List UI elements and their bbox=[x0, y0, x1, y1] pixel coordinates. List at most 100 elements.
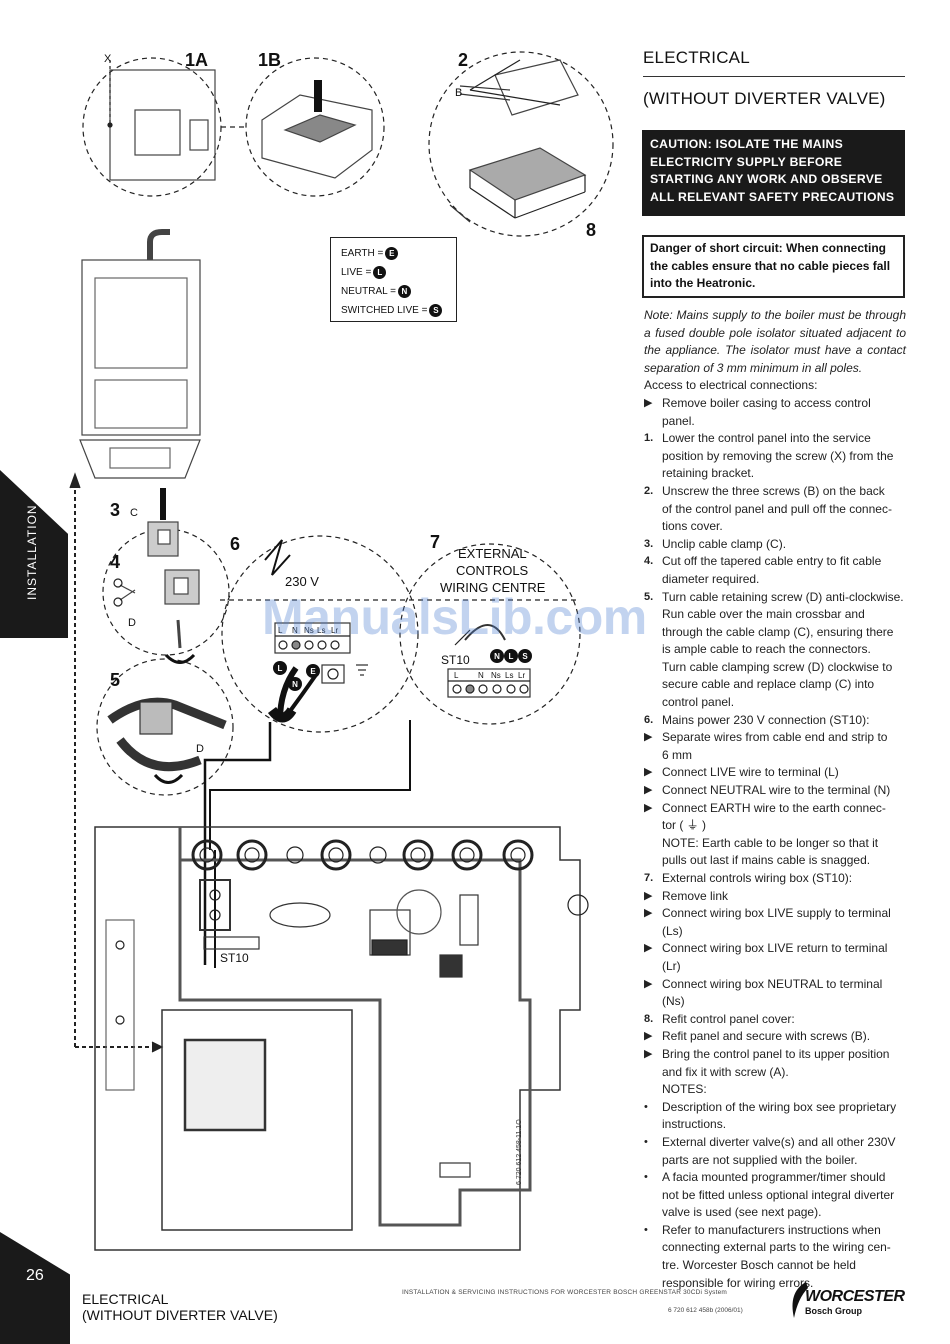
instruction-line: ▶ Refit panel and secure with screws (B). bbox=[644, 1028, 906, 1046]
instruction-line: 6 mm bbox=[644, 747, 906, 765]
instruction-line: ▶Remove boiler casing to access control … bbox=[644, 395, 906, 430]
instruction-text: NOTES: bbox=[662, 1082, 707, 1097]
instruction-text: Connect wiring box LIVE return to termin… bbox=[662, 941, 888, 973]
instruction-line: Turn cable clamping screw (D) clockwise … bbox=[644, 659, 906, 677]
instructions: Note: Mains supply to the boiler must be… bbox=[644, 307, 906, 1292]
list-marker: 8. bbox=[644, 1012, 654, 1025]
watermark: ManualsLib.com bbox=[262, 589, 647, 645]
list-marker: 3. bbox=[644, 537, 654, 550]
list-marker: ▶ bbox=[644, 801, 653, 814]
detail-circle-2 bbox=[428, 51, 614, 237]
instruction-text: Description of the wiring box see propri… bbox=[662, 1099, 897, 1114]
list-marker: ▶ bbox=[644, 731, 653, 744]
dot-label: S bbox=[522, 652, 528, 661]
instruction-line: parts are not supplied with the boiler. bbox=[644, 1152, 906, 1170]
instruction-text: Connect EARTH wire to the earth connec- bbox=[662, 800, 886, 815]
dot-label: N bbox=[494, 652, 500, 661]
detail-circle-6 bbox=[221, 535, 419, 733]
list-marker: ▶ bbox=[644, 1030, 653, 1043]
instruction-text: Refit panel and secure with screws (B). bbox=[662, 1029, 871, 1044]
instruction-text: tions cover. bbox=[662, 519, 723, 534]
instruction-line: •Refer to manufacturers instructions whe… bbox=[644, 1222, 906, 1240]
page-title: ELECTRICAL bbox=[643, 48, 750, 67]
label-b: B bbox=[455, 87, 462, 99]
st10-label: ST10 bbox=[441, 653, 470, 667]
instruction-text: Run cable over the main crossbar and bbox=[662, 607, 865, 622]
instruction-line: is ample cable to reach the connectors. bbox=[644, 641, 906, 659]
instruction-text: A facia mounted programmer/timer should bbox=[662, 1170, 886, 1185]
instruction-line: ▶Connect wiring box LIVE return to termi… bbox=[644, 940, 906, 975]
instruction-text: responsible for wiring errors. bbox=[662, 1275, 814, 1290]
list-marker: • bbox=[644, 1171, 648, 1184]
instruction-line: instructions. bbox=[644, 1116, 906, 1134]
list-marker: 6. bbox=[644, 713, 654, 726]
instruction-text: instructions. bbox=[662, 1117, 727, 1132]
switched-live-symbol: S bbox=[429, 303, 443, 317]
page-subtitle: (WITHOUT DIVERTER VALVE) bbox=[643, 89, 886, 108]
danger-box: Danger of short circuit: When connecting… bbox=[642, 235, 905, 298]
instruction-text: not be fitted unless optional integral d… bbox=[662, 1187, 895, 1202]
instruction-line: ▶ Connect NEUTRAL wire to the terminal (N… bbox=[644, 782, 906, 800]
instruction-text: retaining bracket. bbox=[662, 466, 755, 481]
instruction-line: of the control panel and pull off the co… bbox=[644, 501, 906, 519]
caution-box: CAUTION: ISOLATE THE MAINS ELECTRICITY S… bbox=[642, 130, 905, 216]
instruction-line: 4.Cut off the tapered cable entry to fit… bbox=[644, 553, 906, 571]
instruction-text: position by removing the screw (X) from … bbox=[662, 448, 894, 463]
step-label: 5 bbox=[110, 670, 120, 690]
list-marker: ▶ bbox=[644, 977, 653, 990]
detail-circle-4 bbox=[102, 528, 230, 656]
instruction-line: 5.Turn cable retaining screw (D) anti-cl… bbox=[644, 589, 906, 607]
live-symbol: L bbox=[373, 265, 387, 279]
instruction-text: Separate wires from cable end and strip … bbox=[662, 730, 888, 745]
instruction-line: ▶ Separate wires from cable end and strip… bbox=[644, 729, 906, 747]
label-d: D bbox=[196, 743, 204, 755]
instruction-text: of the control panel and pull off the co… bbox=[662, 501, 892, 516]
instruction-text: NOTE: Earth cable to be longer so that i… bbox=[662, 835, 879, 850]
instruction-line: •Description of the wiring box see propr… bbox=[644, 1099, 906, 1117]
earth-symbol: E bbox=[385, 246, 399, 260]
list-marker: ▶ bbox=[644, 784, 653, 797]
instruction-line: retaining bracket. bbox=[644, 465, 906, 483]
instruction-line: not be fitted unless optional integral d… bbox=[644, 1187, 906, 1205]
instruction-text: Refer to manufacturers instructions when bbox=[662, 1222, 881, 1237]
instruction-text: parts are not supplied with the boiler. bbox=[662, 1152, 858, 1167]
ext-label-1: EXTERNAL bbox=[458, 546, 527, 561]
instruction-text: Bring the control panel to its upper pos… bbox=[662, 1046, 890, 1061]
instruction-list: Access to electrical connections: ▶Remove… bbox=[644, 377, 906, 1292]
label-c: C bbox=[130, 507, 138, 519]
legend-row-live: LIVE =L bbox=[341, 263, 446, 282]
instruction-text: Access to electrical connections: bbox=[644, 378, 818, 393]
list-marker: • bbox=[644, 1135, 648, 1148]
title-divider bbox=[643, 76, 905, 77]
mains-note: Note: Mains supply to the boiler must be… bbox=[644, 308, 906, 375]
instruction-line: 2.Unscrew the three screws (B) on the ba… bbox=[644, 483, 906, 501]
instruction-line: connecting external parts to the wiring … bbox=[644, 1239, 906, 1257]
instruction-text: tor ( ⏚ ) bbox=[662, 818, 706, 833]
terminal-label: Ls bbox=[317, 626, 325, 635]
instruction-text: valve is used (see next page). bbox=[662, 1205, 822, 1220]
instruction-text: connecting external parts to the wiring … bbox=[662, 1240, 891, 1255]
instruction-text: Connect wiring box LIVE supply to termin… bbox=[662, 906, 891, 938]
instruction-text: Unscrew the three screws (B) on the back bbox=[662, 483, 885, 498]
label-x: X bbox=[104, 53, 112, 65]
footer-document-info: INSTALLATION & SERVICING INSTRUCTIONS FO… bbox=[402, 1289, 728, 1296]
instruction-text: through the cable clamp (C), ensuring th… bbox=[662, 624, 894, 639]
instruction-line: • A facia mounted programmer/timer should bbox=[644, 1169, 906, 1187]
neutral-symbol: N bbox=[397, 284, 411, 298]
instruction-text: secure cable and replace clamp (C) into bbox=[662, 677, 875, 692]
instruction-text: Mains power 230 V connection (ST10): bbox=[662, 712, 870, 727]
instruction-line: position by removing the screw (X) from … bbox=[644, 448, 906, 466]
instruction-text: diameter required. bbox=[662, 571, 760, 586]
dot-label: E bbox=[310, 667, 316, 676]
instruction-text: Turn cable clamping screw (D) clockwise … bbox=[662, 659, 893, 674]
instruction-text: Turn cable retaining screw (D) anti-cloc… bbox=[662, 589, 904, 604]
list-marker: ▶ bbox=[644, 766, 653, 779]
instruction-text: Connect NEUTRAL wire to the terminal (N) bbox=[662, 783, 891, 798]
ext-label-3: WIRING CENTRE bbox=[440, 580, 546, 595]
instruction-line: ▶Connect wiring box LIVE supply to termi… bbox=[644, 905, 906, 940]
instruction-line: valve is used (see next page). bbox=[644, 1204, 906, 1222]
instruction-text: Lower the control panel into the service bbox=[662, 431, 871, 446]
step-label: 8 bbox=[586, 220, 596, 240]
dot-label: L bbox=[509, 652, 514, 661]
detail-circle-5 bbox=[96, 658, 234, 796]
